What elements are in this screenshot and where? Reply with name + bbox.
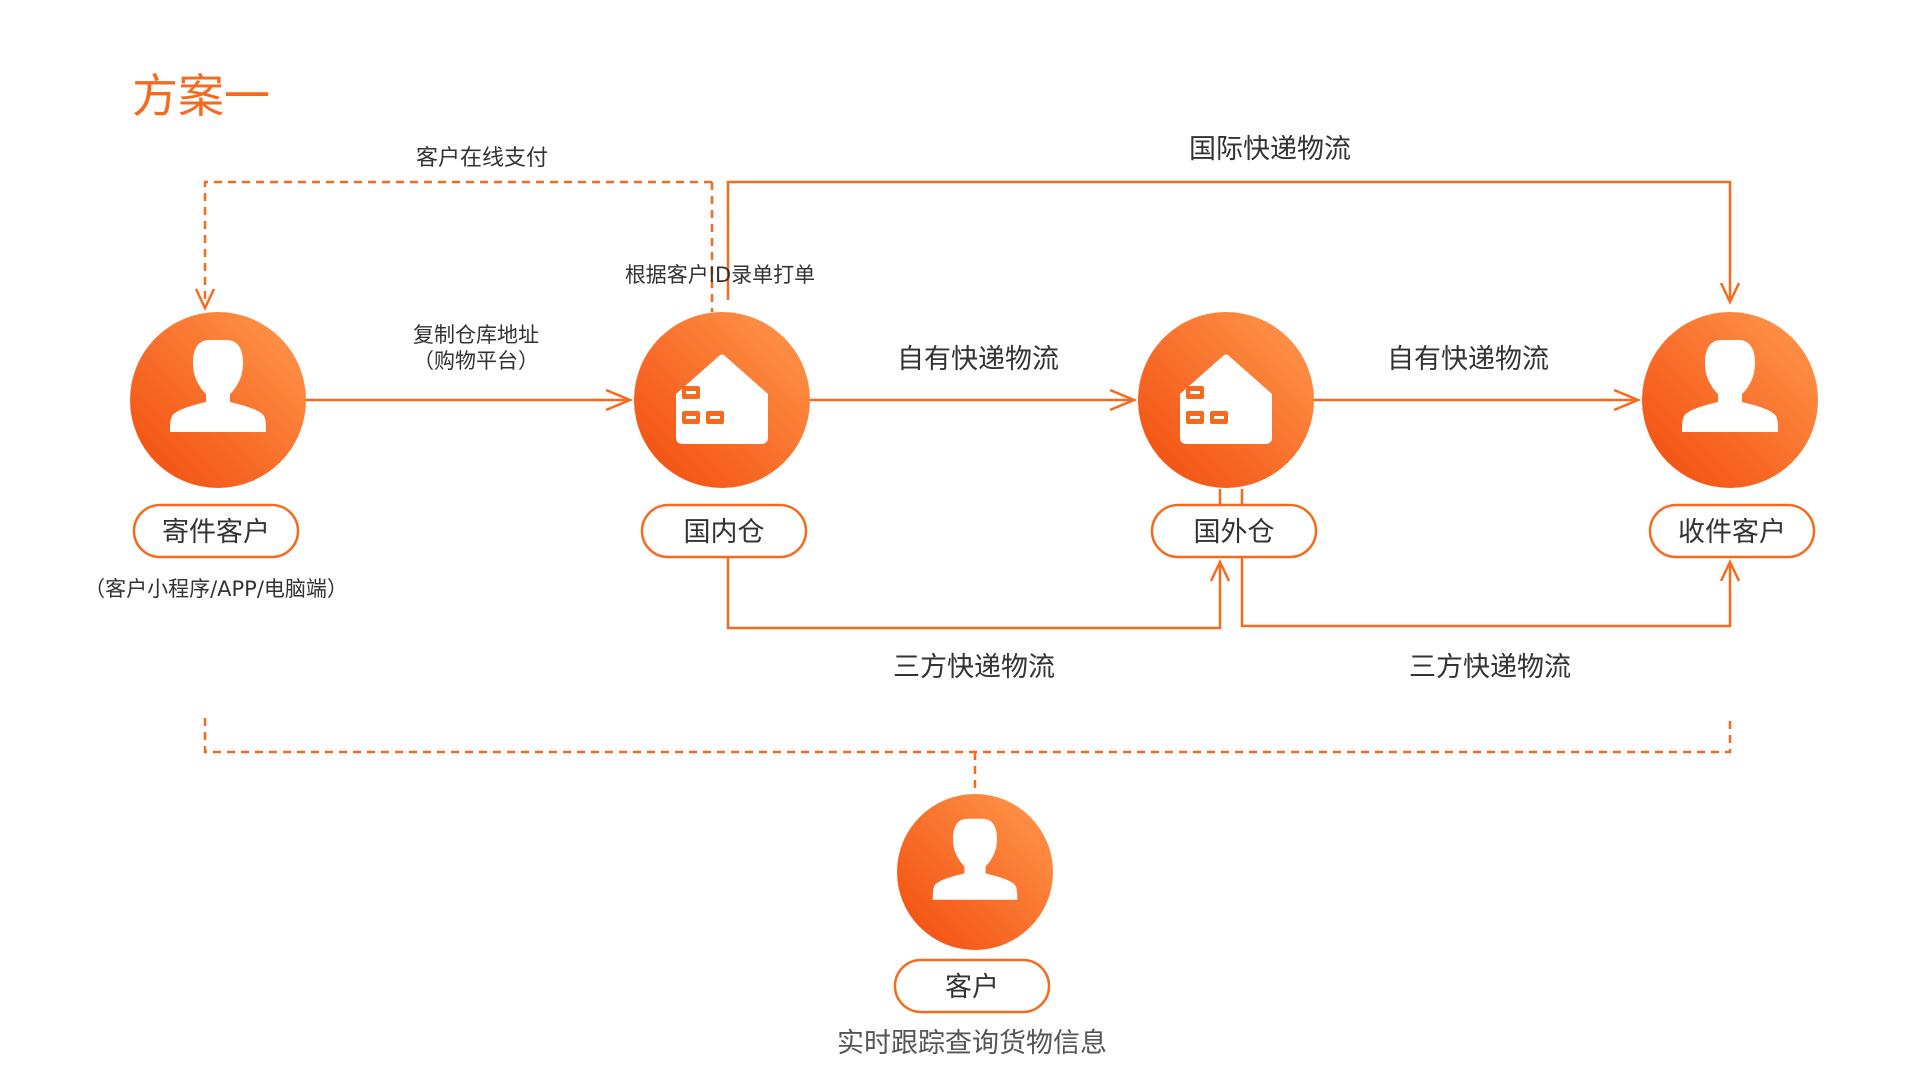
pill-domestic: 国内仓 — [640, 503, 808, 559]
tracking-bracket-line — [203, 718, 1732, 754]
sender-sub-label: （客户小程序/APP/电脑端） — [84, 577, 348, 601]
overseas-pill — [1150, 503, 1318, 559]
sender-name: 寄件客户 — [162, 517, 270, 548]
edge-own-express-2-arrow — [1613, 388, 1642, 412]
edge-third-party-1-line — [726, 557, 1222, 630]
edge-payment-line — [203, 180, 712, 308]
edge-international-label: 国际快递物流 — [1189, 134, 1351, 165]
customer-pill — [893, 958, 1051, 1014]
page-title: 方案一 — [132, 69, 270, 123]
customer-name: 客户 — [945, 972, 999, 1003]
node-domestic — [634, 312, 810, 488]
overseas-name: 国外仓 — [1194, 517, 1275, 548]
connectors — [194, 180, 1741, 792]
edge-third-party-2-arrow — [1719, 559, 1741, 582]
receiver-name: 收件客户 — [1678, 517, 1786, 548]
edge-order-entry-label: 根据客户ID录单打单 — [625, 263, 815, 287]
receiver-pill — [1648, 503, 1816, 559]
pill-receiver: 收件客户 — [1648, 503, 1816, 559]
edge-copy-address-label-line2: （购物平台） — [413, 349, 539, 373]
edge-copy-address-arrow — [605, 388, 634, 412]
pill-overseas: 国外仓 — [1150, 503, 1318, 559]
edge-payment-arrow — [194, 288, 216, 311]
node-sender — [130, 312, 306, 488]
node-receiver — [1642, 312, 1818, 488]
sender-pill — [132, 503, 300, 559]
edge-own-express-1-arrow — [1109, 388, 1138, 412]
edge-third-party-1-arrow — [1209, 559, 1231, 582]
edge-third-party-2-label: 三方快递物流 — [1409, 652, 1571, 683]
edge-own-express-2-label: 自有快递物流 — [1387, 344, 1549, 375]
edge-international-line — [726, 180, 1732, 302]
edge-international-arrow — [1719, 282, 1741, 305]
edge-payment-label: 客户在线支付 — [416, 146, 548, 171]
pill-sender: 寄件客户 — [132, 503, 300, 559]
edge-third-party-2-line — [1240, 557, 1732, 628]
node-customer — [897, 794, 1053, 950]
edge-third-party-1-label: 三方快递物流 — [893, 652, 1055, 683]
customer-sub-label: 实时跟踪查询货物信息 — [837, 1028, 1107, 1059]
domestic-name: 国内仓 — [684, 517, 765, 548]
edge-overseas-pill-connector — [1218, 489, 1244, 505]
domestic-pill — [640, 503, 808, 559]
node-overseas — [1138, 312, 1314, 488]
pill-customer: 客户 — [893, 958, 1051, 1014]
edge-copy-address-label-line1: 复制仓库地址 — [413, 323, 539, 347]
edge-own-express-1-label: 自有快递物流 — [897, 344, 1059, 375]
